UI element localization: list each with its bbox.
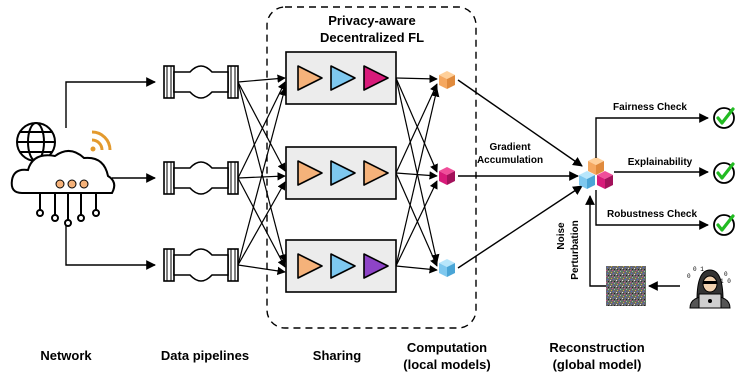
gradient-accumulation-edges (457, 79, 583, 269)
noise-label-line1: Noise (556, 222, 567, 250)
pipe-icon (163, 248, 239, 282)
noise-image-icon (606, 266, 646, 306)
stage-sharing: Sharing (313, 348, 361, 363)
check-circle-icon (713, 214, 735, 236)
stage-computation-line1: Computation (407, 340, 487, 355)
sharing-box-2 (285, 146, 397, 200)
robustness-check-label: Robustness Check (607, 209, 697, 220)
svg-text:1 0: 1 0 (720, 278, 731, 285)
gradient-label-line2: Accumulation (477, 155, 543, 166)
svg-text:0: 0 (687, 273, 691, 280)
svg-text:0: 0 (724, 271, 728, 278)
sharing-box-3 (285, 239, 397, 293)
gradient-label-line1: Gradient (489, 142, 531, 153)
cube-icon (439, 71, 455, 89)
network-connectors (65, 77, 156, 270)
cube-icon (439, 167, 455, 185)
stage-reconstruction-line1: Reconstruction (549, 340, 644, 355)
stage-reconstruction-line2: (global model) (553, 357, 642, 372)
stage-computation-line2: (local models) (403, 357, 490, 372)
explainability-label: Explainability (628, 157, 693, 168)
global-model-cubes-icon (579, 157, 613, 189)
frame-title-line2: Decentralized FL (320, 30, 424, 45)
fairness-check-label: Fairness Check (613, 102, 687, 113)
check-circle-icon (713, 107, 735, 129)
network-cloud-icon (10, 122, 116, 227)
check-circle-icon (713, 162, 735, 184)
frame-title-line1: Privacy-aware (328, 13, 415, 28)
noise-edges (585, 195, 680, 291)
stage-network: Network (40, 348, 92, 363)
pipe-icon (163, 65, 239, 99)
sharing-box-1 (285, 51, 397, 105)
privacy-frame (266, 6, 477, 329)
hacker-icon: 0 1 0 0 1 0 (687, 266, 731, 309)
checks-edges (595, 113, 709, 230)
pipe-icon (163, 161, 239, 195)
svg-text:0 1: 0 1 (693, 266, 704, 273)
cube-icon (439, 259, 455, 277)
pipeline-to-sharing-edges (237, 74, 288, 276)
stage-data-pipelines: Data pipelines (161, 348, 249, 363)
sharing-to-computation-edges (395, 74, 440, 274)
noise-label-line2: Perturbation (570, 220, 581, 279)
